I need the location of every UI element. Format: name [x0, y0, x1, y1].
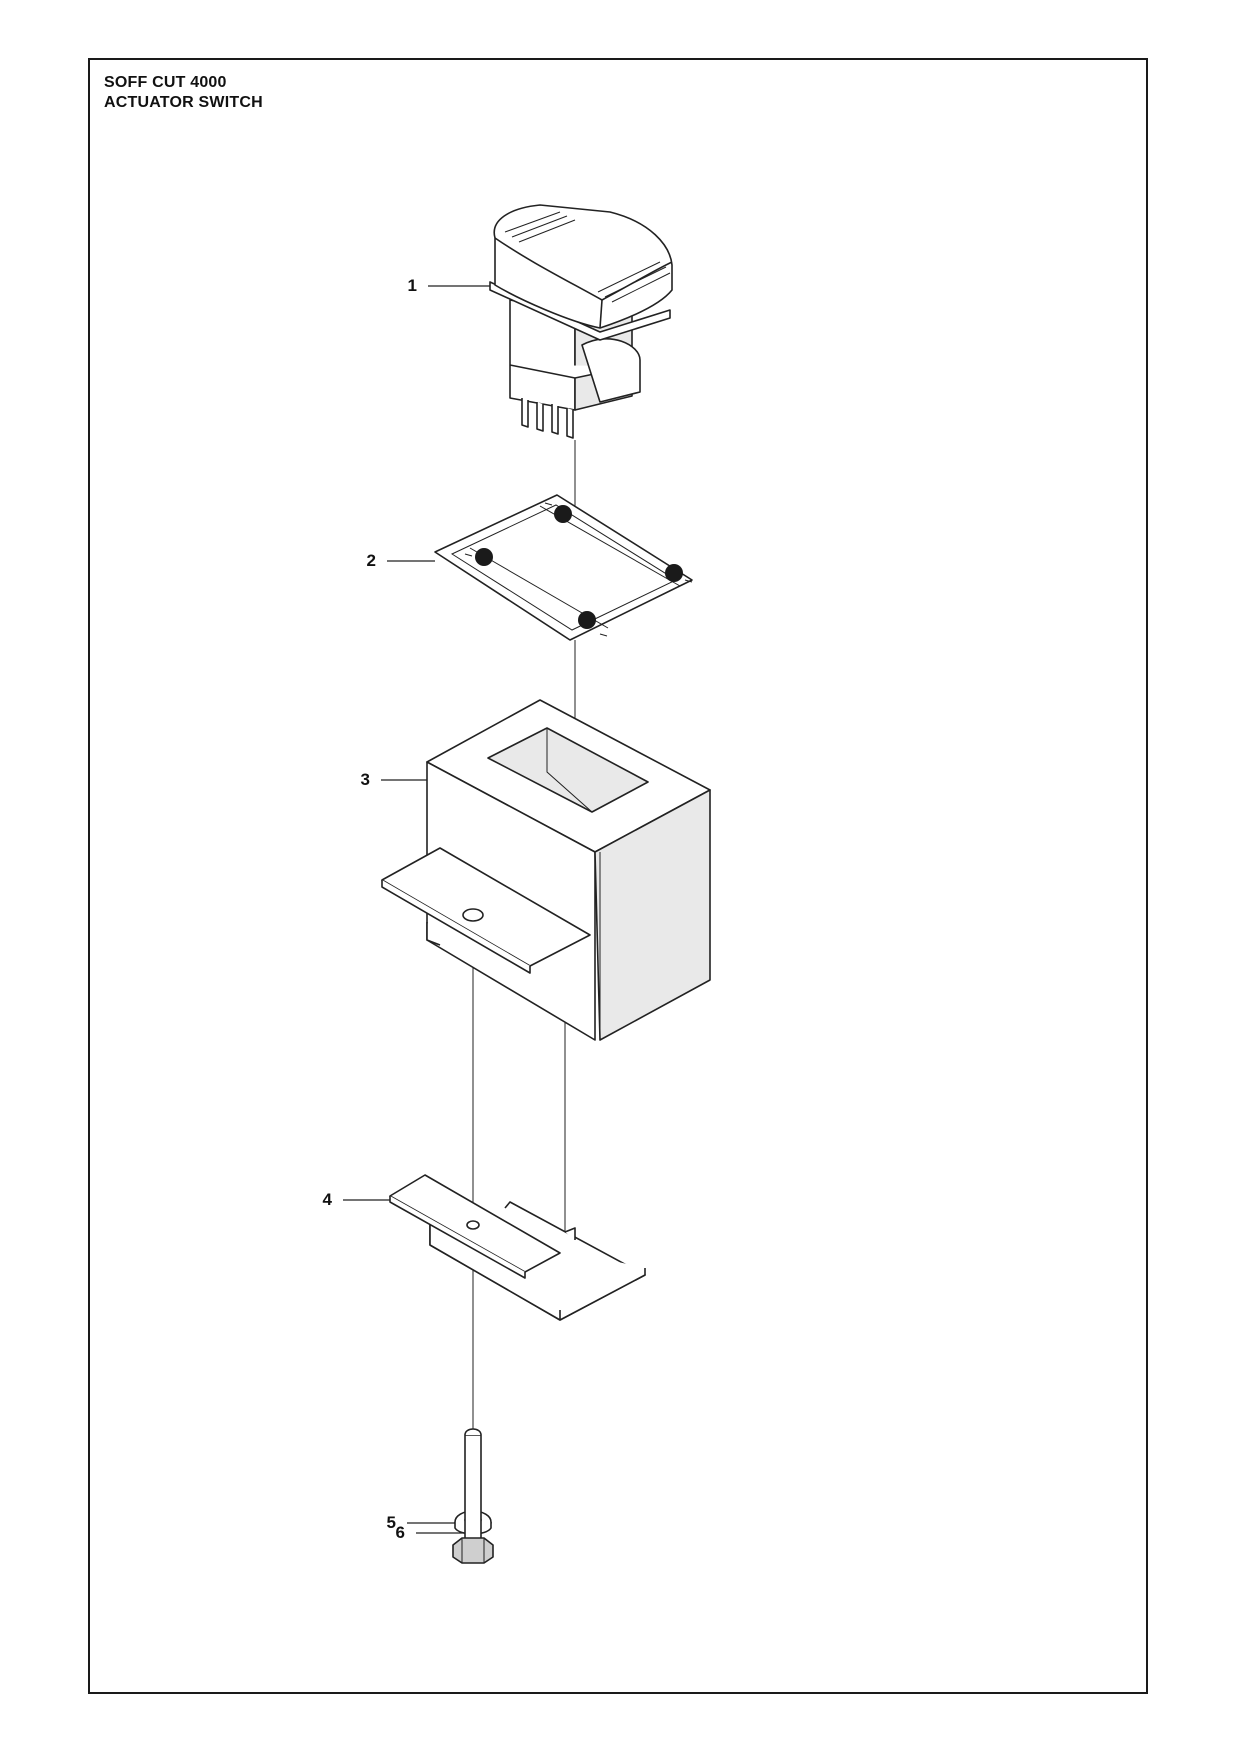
callout-number: 6 [396, 1523, 405, 1542]
page-title: SOFF CUT 4000 ACTUATOR SWITCH [104, 73, 263, 113]
callout-number: 5 [387, 1513, 396, 1532]
callout-2[interactable]: 2 [367, 551, 435, 570]
screw-hole-dot [665, 564, 683, 582]
assembly-name: ACTUATOR SWITCH [104, 94, 263, 111]
callout-3[interactable]: 3 [361, 770, 427, 789]
callout-number: 1 [408, 276, 417, 295]
callout-5[interactable]: 5 [387, 1513, 455, 1532]
model-name: SOFF CUT 4000 [104, 74, 227, 91]
callout-number: 3 [361, 770, 370, 789]
screw-hole-dot [475, 548, 493, 566]
screw-hole-dot [554, 505, 572, 523]
callout-4[interactable]: 4 [323, 1190, 390, 1209]
part-3-switch-box[interactable] [381, 699, 711, 1041]
callout-1[interactable]: 1 [408, 276, 490, 295]
callout-number: 4 [323, 1190, 333, 1209]
drawing-frame [88, 58, 1148, 1694]
part-4-bracket[interactable] [389, 1174, 646, 1321]
callout-number: 2 [367, 551, 376, 570]
callout-6[interactable]: 6 [396, 1523, 465, 1542]
part-1-rocker-switch[interactable] [489, 204, 673, 439]
part-6-hex-bolt[interactable] [452, 1428, 494, 1564]
screw-hole-dot [578, 611, 596, 629]
part-2-mounting-plate[interactable] [434, 494, 693, 641]
